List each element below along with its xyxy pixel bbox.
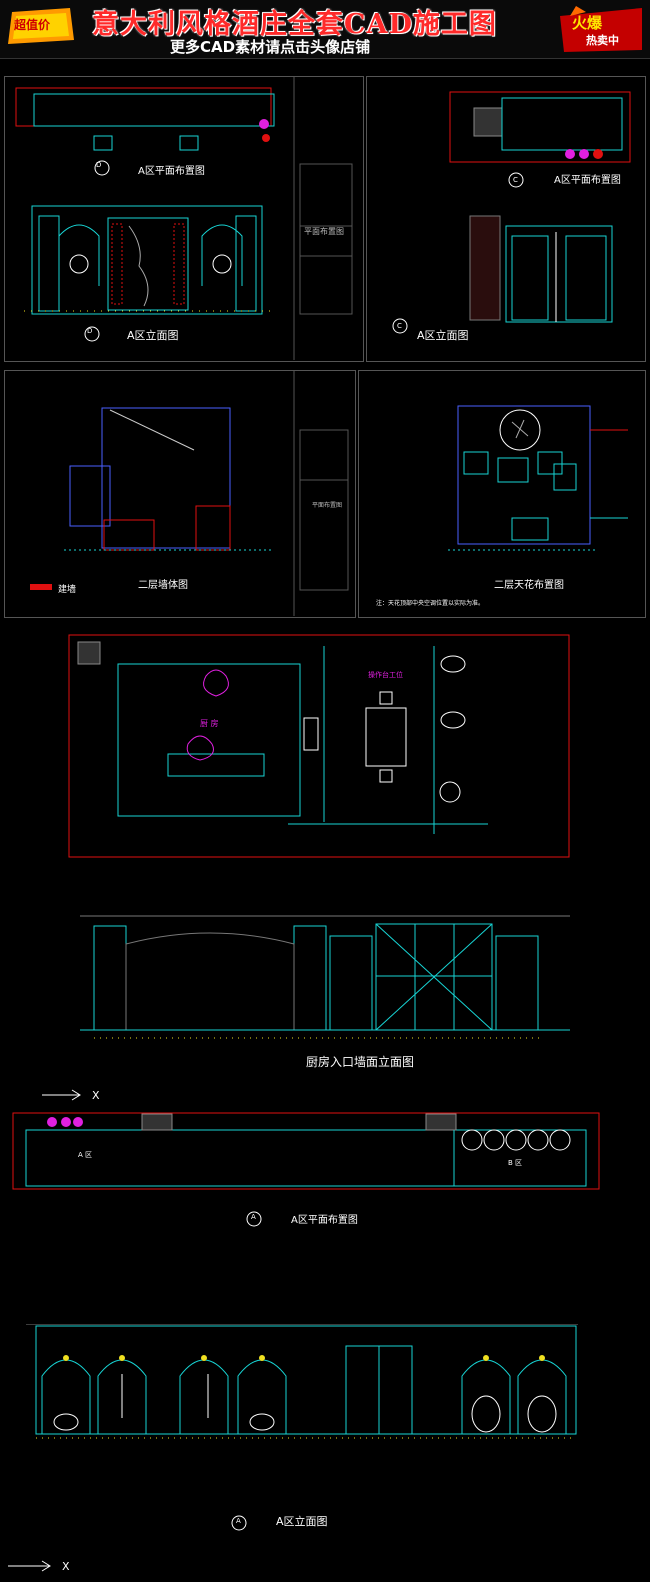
long-plan-drawing	[12, 1112, 600, 1190]
bottom-arrow-x-icon	[8, 1560, 51, 1572]
page-subtitle: 更多CAD素材请点击头像店铺	[170, 38, 371, 56]
zone-b-label: B 区	[508, 1159, 523, 1167]
sheet3-titleblock: 平面布置图	[312, 502, 343, 509]
hot-sale-badge-icon	[560, 6, 642, 52]
long-plan-caption: A区平面布置图	[291, 1215, 358, 1226]
hot-sale-badge-bottom: 热卖中	[586, 34, 619, 47]
sheet3-drawing	[30, 370, 349, 616]
sheet3-legend-label: 建墙	[58, 585, 77, 595]
long-elevation-drawing	[26, 1324, 578, 1439]
arrow-x-label: X	[92, 1089, 100, 1102]
sheet4-note: 注：天花顶部中央空调位置以实际为准。	[376, 600, 485, 607]
zone-a-label: A 区	[78, 1151, 93, 1159]
sheet2-plan-caption: A区平面布置图	[554, 175, 621, 186]
plan-marker-icon	[246, 1211, 262, 1227]
header-banner	[0, 0, 650, 59]
sheet1-plan-marker: D	[96, 161, 102, 169]
kitchen-elevation-drawing	[80, 915, 570, 1039]
arrow-x-icon	[42, 1089, 81, 1101]
sheet2-elev-caption: A区立面图	[417, 329, 469, 342]
drawing-sheet-1	[4, 76, 364, 362]
price-badge-icon	[8, 8, 74, 44]
page-title: 意大利风格酒庄全套CAD施工图	[92, 9, 497, 40]
sheet1-elev-caption: A区立面图	[127, 329, 179, 342]
sheet2-elev-marker: C	[397, 322, 402, 330]
kitchen-elevation-caption: 厨房入口墙面立面图	[306, 1055, 415, 1069]
long-elevation-caption: A区立面图	[276, 1515, 328, 1528]
sheet1-titleblock: 平面布置图	[304, 227, 344, 236]
cooking-label: 操作台工位	[368, 671, 403, 679]
hot-sale-badge-top: 火爆	[572, 14, 603, 32]
kitchen-label: 厨 房	[200, 719, 219, 728]
drawing-sheet-2	[366, 76, 646, 362]
sheet4-drawing	[448, 405, 628, 551]
drawing-sheet-3	[4, 370, 356, 618]
sheet1-drawing	[15, 76, 353, 360]
elevation-marker-icon	[231, 1515, 247, 1531]
sheet1-elev-marker: D	[87, 327, 93, 335]
long-plan-marker: A	[251, 1213, 256, 1221]
sheet4-caption: 二层天花布置图	[494, 580, 564, 591]
sheet2-plan-marker: C	[513, 176, 518, 184]
kitchen-plan-drawing	[68, 634, 570, 858]
sheet2-drawing	[392, 91, 631, 334]
sheet1-plan-caption: A区平面布置图	[138, 166, 205, 177]
price-badge-label: 超值价	[14, 18, 51, 32]
sheet3-caption: 二层墙体图	[138, 580, 188, 591]
drawing-sheet-4	[358, 370, 646, 618]
bottom-arrow-x-label: X	[62, 1560, 70, 1573]
long-elevation-marker: A	[236, 1517, 241, 1525]
